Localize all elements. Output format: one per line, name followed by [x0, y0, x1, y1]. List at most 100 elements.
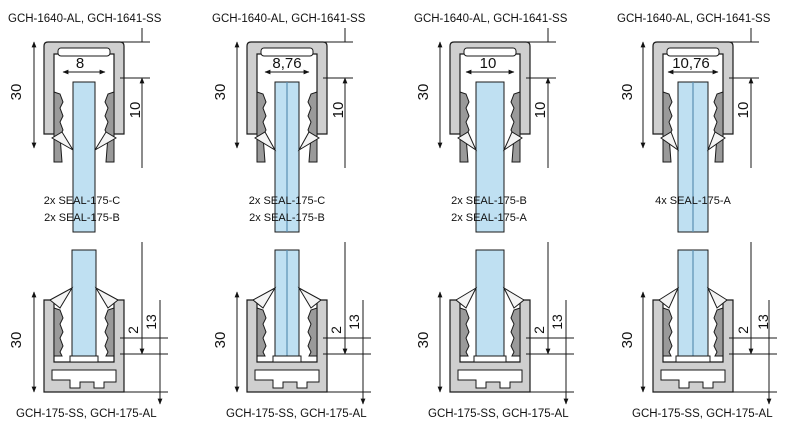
bottom-small-dim-4: 2 [735, 326, 751, 334]
profile-lip [57, 47, 111, 57]
bottom-height-dim-1: 30 [8, 332, 25, 349]
seal-tip-left [254, 131, 277, 152]
seal-right [510, 91, 521, 163]
top-depth-dim-2: 10 [330, 102, 347, 119]
top-seal-line-4a: 4x SEAL-175-A [655, 195, 731, 207]
top-seal-line-3a: 2x SEAL-175-B [451, 195, 527, 207]
top-profile-4 [640, 28, 759, 233]
seal-tip-right [94, 131, 117, 151]
seal-right [104, 91, 115, 163]
bottom-large-dim-4: 13 [755, 314, 771, 330]
glass-pane [71, 249, 97, 357]
top-width-dim-3: 10 [480, 55, 497, 72]
bottom-height-dim-2: 30 [212, 332, 229, 349]
profile-lip [666, 47, 720, 57]
top-depth-dim-3: 10 [532, 102, 549, 119]
seal-left [256, 307, 267, 357]
top-seal-line-1b: 2x SEAL-175-B [44, 212, 120, 224]
profile-channel [660, 369, 726, 389]
top-width-dim-2: 8,76 [272, 55, 301, 72]
seal-tip-right [297, 286, 322, 309]
seal-left [256, 91, 267, 163]
profile-channel [51, 369, 117, 389]
top-width-dim-4: 10,76 [672, 55, 710, 72]
seal-left [662, 307, 673, 357]
bottom-profile-3 [437, 242, 574, 405]
top-seal-line-2b: 2x SEAL-175-B [249, 212, 325, 224]
setting-block [69, 355, 99, 363]
top-title-1: GCH-1640-AL, GCH-1641-SS [8, 13, 162, 25]
seal-tip-left [455, 286, 478, 309]
top-height-dim-4: 30 [619, 84, 636, 101]
seal-right [713, 91, 724, 163]
seal-tip-left [457, 131, 478, 152]
top-detail-1: GCH-1640-AL, GCH-1641-SS 8 30 10 2x SEAL… [8, 13, 162, 233]
seal-tip-left [51, 131, 74, 151]
bottom-height-dim-3: 30 [415, 332, 432, 349]
top-title-3: GCH-1640-AL, GCH-1641-SS [414, 13, 568, 25]
top-height-dim-2: 30 [212, 84, 229, 101]
profile-channel [457, 369, 523, 389]
glass-pane [475, 81, 505, 233]
top-depth-dim-1: 10 [127, 102, 144, 119]
seal-left [53, 91, 64, 163]
bottom-title-3: GCH-175-SS, GCH-175-AL [428, 408, 569, 420]
top-width-dim-1: 8 [76, 55, 84, 72]
bottom-small-dim-3: 2 [531, 326, 547, 334]
bottom-detail-2: 30 2 13 GCH-175-SS, GCH-175-AL [212, 242, 371, 420]
top-detail-2: GCH-1640-AL, GCH-1641-SS 8,76 30 10 2x S… [212, 13, 366, 233]
seal-tip-left [658, 286, 680, 309]
top-detail-4: GCH-1640-AL, GCH-1641-SS 10,76 30 10 4x … [617, 13, 771, 233]
seal-tip-right [706, 131, 726, 152]
bottom-large-dim-1: 13 [143, 314, 159, 330]
seal-tip-left [252, 286, 277, 309]
seal-tip-left [49, 286, 74, 309]
seal-right [307, 91, 318, 163]
seal-tip-right [94, 286, 119, 309]
setting-block [473, 355, 507, 363]
seal-tip-right [297, 131, 320, 152]
bottom-large-dim-2: 13 [346, 314, 362, 330]
top-profile-2 [234, 28, 353, 233]
bottom-detail-1: 30 2 13 GCH-175-SS, GCH-175-AL [8, 242, 168, 420]
top-height-dim-3: 30 [415, 84, 432, 101]
seal-right [307, 307, 318, 357]
bottom-profile-2 [234, 242, 371, 405]
top-height-dim-1: 30 [8, 84, 25, 101]
bottom-title-1: GCH-175-SS, GCH-175-AL [16, 408, 157, 420]
seal-tip-right [502, 286, 525, 309]
seal-tip-left [660, 131, 680, 152]
profile-lip [463, 47, 517, 57]
seal-tip-right [502, 131, 523, 152]
top-title-2: GCH-1640-AL, GCH-1641-SS [212, 13, 366, 25]
glass-pane [475, 249, 505, 357]
top-seal-line-2a: 2x SEAL-175-C [249, 195, 325, 207]
seal-left [459, 91, 470, 163]
seal-right [713, 307, 724, 357]
bottom-small-dim-1: 2 [125, 326, 141, 334]
top-title-4: GCH-1640-AL, GCH-1641-SS [617, 13, 771, 25]
bottom-large-dim-3: 13 [549, 314, 565, 330]
setting-block [272, 355, 302, 363]
seal-right [104, 307, 115, 357]
top-profile-3 [437, 28, 556, 233]
seal-left [459, 307, 470, 357]
seal-left [53, 307, 64, 357]
profile-lip [260, 47, 314, 57]
seal-right [510, 307, 521, 357]
glass-pane [72, 81, 96, 233]
bottom-profile-1 [31, 242, 168, 405]
top-profile-1 [31, 28, 150, 233]
seal-tip-right [706, 286, 728, 309]
bottom-title-2: GCH-175-SS, GCH-175-AL [226, 408, 367, 420]
top-seal-line-3b: 2x SEAL-175-A [451, 212, 527, 224]
bottom-detail-4: 30 2 13 GCH-175-SS, GCH-175-AL [619, 242, 777, 420]
bottom-title-4: GCH-175-SS, GCH-175-AL [632, 408, 773, 420]
seal-left [662, 91, 673, 163]
top-seal-line-1a: 2x SEAL-175-C [44, 195, 120, 207]
bottom-profile-4 [640, 242, 777, 405]
bottom-small-dim-2: 2 [328, 326, 344, 334]
bottom-detail-3: 30 2 13 GCH-175-SS, GCH-175-AL [415, 242, 574, 420]
top-detail-3: GCH-1640-AL, GCH-1641-SS 10 30 10 2x SEA… [414, 13, 568, 233]
